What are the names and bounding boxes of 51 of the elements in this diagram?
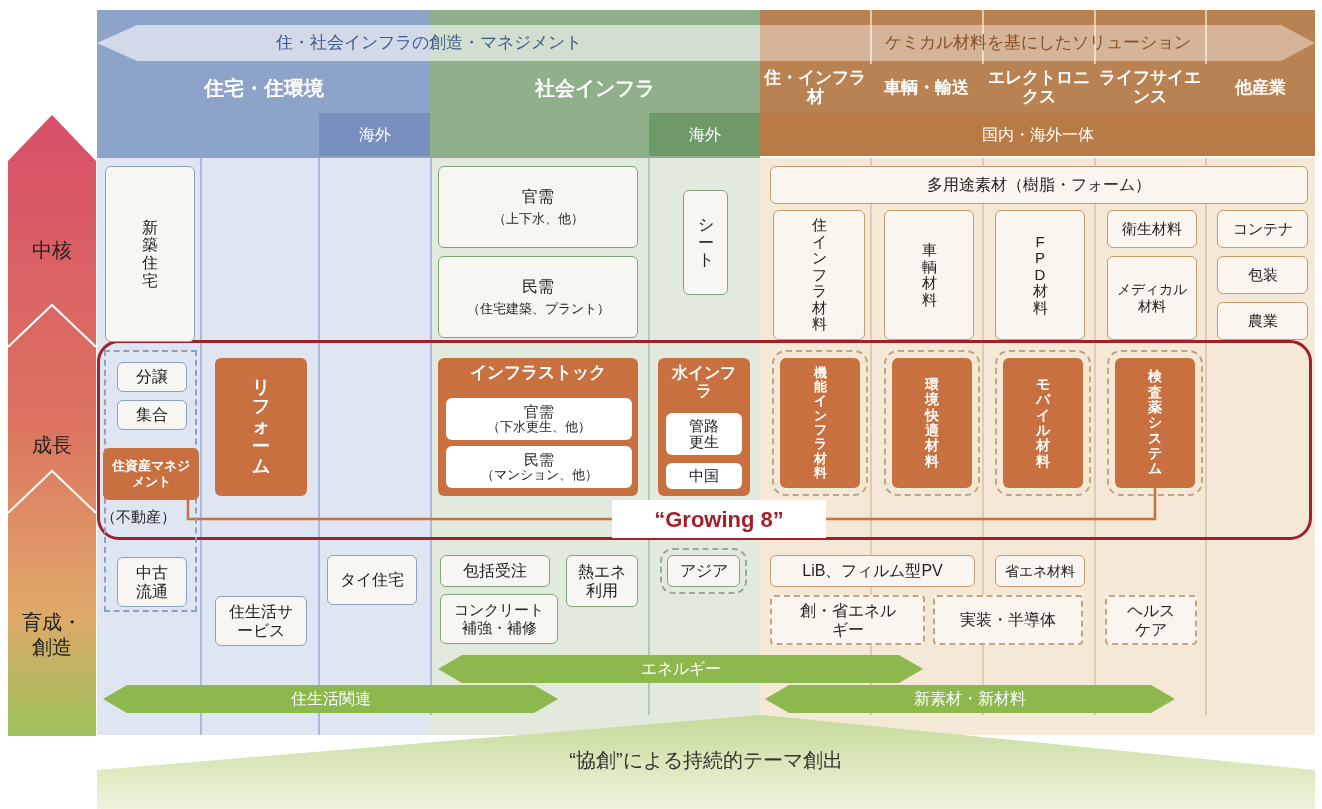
stage-label: 成長	[30, 433, 73, 458]
business-box: 民需 （マンション、他）	[446, 446, 632, 488]
stage-label: 中核	[30, 238, 73, 263]
beside-text: （不動産）	[101, 507, 176, 527]
theme-banner: 住・社会インフラの創造・マネジメント	[97, 25, 760, 61]
business-box: 農業	[1217, 302, 1308, 340]
business-box: 新築住宅	[105, 166, 195, 342]
business-box: 衛生材料	[1107, 210, 1197, 248]
growth-business-box: 住資産マネジメント	[103, 448, 199, 500]
business-box: 包括受注	[440, 555, 550, 587]
business-box: ヘルスケア	[1105, 595, 1197, 645]
business-box: メディカル材料	[1107, 256, 1197, 340]
business-box: コンテナ	[1217, 210, 1308, 248]
growth-business-box: 水インフラ 管路更生 中国	[658, 358, 750, 496]
business-box: シート	[683, 190, 728, 295]
base-trapezoid: “協創”による持続的テーマ創出	[97, 715, 1315, 809]
business-box: 多用途素材（樹脂・フォーム）	[770, 166, 1308, 204]
business-box: 創・省エネルギー	[770, 595, 925, 645]
business-box: 中国	[666, 463, 742, 489]
business-box: 分譲	[117, 362, 187, 392]
business-box: 熱エネ利用	[566, 555, 638, 607]
growth-business-box: インフラストック 官需 （下水更生、他） 民需 （マンション、他）	[438, 358, 638, 496]
business-box: 車輌材料	[884, 210, 974, 340]
business-box: 実装・半導体	[933, 595, 1083, 645]
business-box: 官需 （下水更生、他）	[446, 398, 632, 440]
stage-label: 育成・創造	[20, 610, 83, 660]
theme-banner: ケミカル材料を基にしたソリューション	[760, 25, 1315, 61]
growth-business-box: リフォーム	[215, 358, 307, 496]
business-box: LiB、フィルム型PV	[770, 555, 975, 587]
group-title: “Growing 8”	[612, 500, 826, 538]
connector-line	[826, 488, 1157, 521]
business-box: 省エネ材料	[995, 555, 1085, 587]
business-box: FPD材料	[995, 210, 1085, 340]
business-box: 中古流通	[117, 557, 187, 607]
dashed-group-frame	[104, 350, 197, 612]
connector-line	[186, 498, 612, 521]
region-header: 海外	[649, 113, 760, 156]
theme-band: 新素材・新材料	[765, 685, 1175, 713]
business-box: 官需 （上下水、他）	[438, 166, 638, 248]
business-box: コンクリート補強・補修	[440, 594, 558, 644]
business-box: 集合	[117, 400, 187, 430]
business-box: 管路更生	[666, 413, 742, 455]
theme-band: 住生活関連	[103, 685, 558, 713]
region-header: 海外	[319, 113, 430, 156]
business-box: 住インフラ材料	[773, 210, 865, 340]
business-box: 民需 （住宅建築、プラント）	[438, 256, 638, 338]
region-header: 国内・海外一体	[760, 113, 1315, 156]
business-box: 住生活サービス	[215, 596, 307, 646]
business-box: 包装	[1217, 256, 1308, 294]
business-box: タイ住宅	[327, 555, 417, 605]
theme-band: エネルギー	[438, 655, 923, 683]
